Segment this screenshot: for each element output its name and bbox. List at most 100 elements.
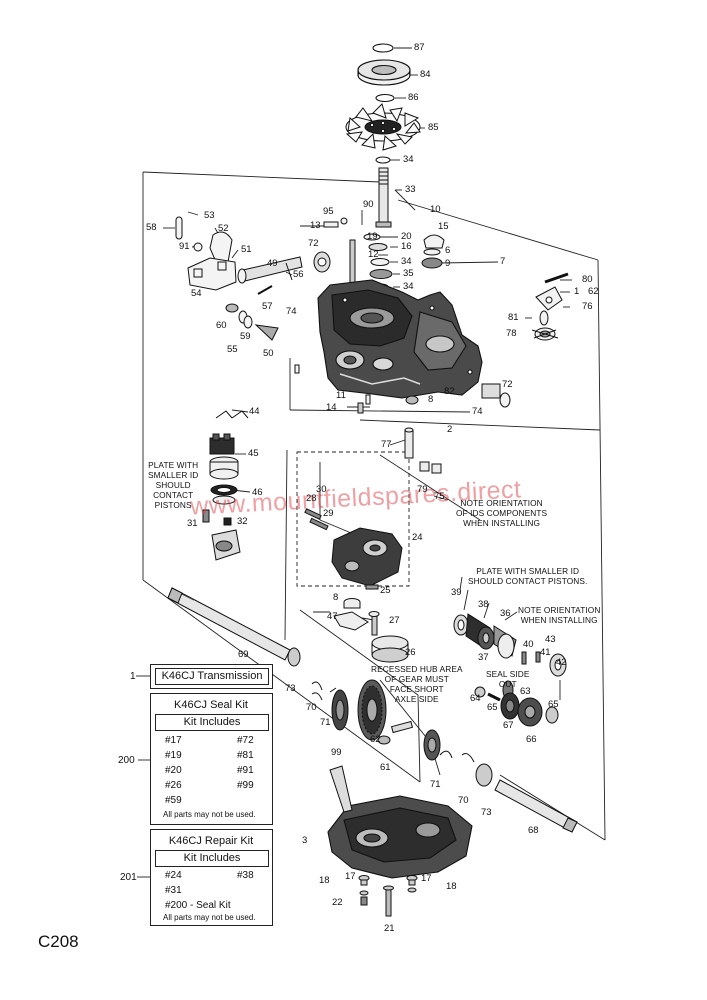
- part-callout: 37: [478, 652, 489, 663]
- part-callout: 18: [319, 875, 330, 886]
- kit-item: #20: [165, 765, 182, 776]
- part-callout: 45: [248, 448, 259, 459]
- part-callout: 65: [487, 702, 498, 713]
- part-callout: 99: [331, 747, 342, 758]
- part-callout: 57: [262, 301, 273, 312]
- kit-item: #59: [165, 795, 182, 806]
- part-callout: 51: [241, 244, 252, 255]
- part-callout: 44: [249, 406, 260, 417]
- part-callout: 62: [370, 734, 381, 745]
- left-piston-stack: [202, 410, 249, 561]
- kit-item: #19: [165, 750, 182, 761]
- part-callout: 52: [218, 223, 229, 234]
- note-plate-left: PLATE WITH SMALLER ID SHOULD CONTACT PIS…: [148, 460, 199, 510]
- repair-kit-box: K46CJ Repair Kit Kit Includes #24 #31 #2…: [150, 829, 273, 926]
- transmission-kit-box: K46CJ Transmission: [150, 664, 273, 689]
- main-housing: [317, 279, 483, 399]
- part-callout: 72: [308, 238, 319, 249]
- part-callout: 60: [216, 320, 227, 331]
- part-callout: 30: [316, 484, 327, 495]
- part-callout: 62: [588, 286, 599, 297]
- part-callout: 11: [336, 390, 346, 401]
- part-callout: 63: [520, 686, 531, 697]
- part-callout: 81: [508, 312, 519, 323]
- part-callout: 65: [548, 699, 559, 710]
- part-callout: 26: [405, 647, 416, 658]
- pulley-group: [357, 43, 411, 103]
- kit-item: #38: [237, 870, 254, 881]
- lower-middle-parts: [333, 598, 409, 663]
- part-callout: 13: [310, 220, 321, 231]
- kit-item: #31: [165, 885, 182, 896]
- part-callout: 29: [323, 508, 334, 519]
- part-callout: 86: [408, 92, 419, 103]
- part-callout: 9: [445, 258, 451, 269]
- part-callout: 91: [179, 241, 190, 252]
- part-callout: 64: [470, 693, 481, 704]
- part-callout: 16: [401, 241, 412, 252]
- part-callout: 67: [503, 720, 514, 731]
- kit-footnote: All parts may not be used.: [163, 913, 256, 922]
- part-callout: 39: [451, 587, 462, 598]
- part-callout: 14: [326, 402, 337, 413]
- part-callout: 40: [523, 639, 534, 650]
- part-callout: 27: [389, 615, 400, 626]
- transmission-kit-title: K46CJ Transmission: [155, 668, 269, 685]
- part-callout: 79: [417, 484, 428, 495]
- part-callout: 68: [528, 825, 539, 836]
- part-callout: 74: [286, 306, 297, 317]
- seal-kit-title: K46CJ Seal Kit: [174, 699, 248, 711]
- gear-train: [311, 679, 559, 763]
- part-callout: 28: [306, 493, 317, 504]
- part-callout: 58: [146, 222, 157, 233]
- part-callout: 95: [323, 206, 334, 217]
- part-callout: 54: [191, 288, 202, 299]
- part-callout: 69: [238, 649, 249, 660]
- part-callout: 84: [420, 69, 431, 80]
- kit-item: #99: [237, 780, 254, 791]
- kit-item: #91: [237, 765, 254, 776]
- repair-kit-includes-label: Kit Includes: [155, 850, 269, 867]
- page-code: C208: [38, 932, 79, 951]
- part-callout: 15: [438, 221, 449, 232]
- kit-item: #26: [165, 780, 182, 791]
- center-pin-parts: [404, 427, 442, 474]
- fasteners: [358, 875, 418, 917]
- part-callout: 34: [403, 154, 414, 165]
- axle-shafts: [167, 587, 578, 833]
- seal-kit-box: K46CJ Seal Kit Kit Includes #17 #19 #20 …: [150, 693, 273, 825]
- part-callout: 41: [540, 647, 551, 658]
- note-orientation-right: NOTE ORIENTATION WHEN INSTALLING: [518, 605, 601, 625]
- kit-item: #17: [165, 735, 182, 746]
- part-callout: 34: [403, 281, 414, 292]
- kit-item: #81: [237, 750, 254, 761]
- part-callout: 22: [332, 897, 343, 908]
- part-callout: 70: [306, 702, 317, 713]
- kit-item: #200 - Seal Kit: [165, 900, 231, 911]
- part-callout: 12: [368, 249, 379, 260]
- part-callout: 73: [285, 683, 296, 694]
- part-callout: 76: [582, 301, 593, 312]
- part-callout: 50: [263, 348, 274, 359]
- part-callout: 87: [414, 42, 425, 53]
- part-callout: 78: [506, 328, 517, 339]
- part-callout: 6: [445, 245, 451, 256]
- seal-kit-includes-label: Kit Includes: [155, 714, 269, 731]
- kit-ref-number: 1: [130, 671, 136, 682]
- part-callout: 61: [380, 762, 391, 773]
- ids-block: [304, 508, 403, 590]
- part-callout: 47: [327, 611, 338, 622]
- part-callout: 43: [545, 634, 556, 645]
- part-callout: 17: [345, 871, 356, 882]
- part-callout: 56: [293, 269, 304, 280]
- part-callout: 35: [403, 268, 414, 279]
- part-callout: 3: [302, 835, 308, 846]
- top-small-parts: [323, 217, 445, 291]
- part-callout: 31: [187, 518, 198, 529]
- part-callout: 42: [556, 657, 567, 668]
- part-callout: 71: [430, 779, 441, 790]
- kit-item: #24: [165, 870, 182, 881]
- part-callout: 33: [405, 184, 416, 195]
- part-callout: 21: [384, 923, 395, 934]
